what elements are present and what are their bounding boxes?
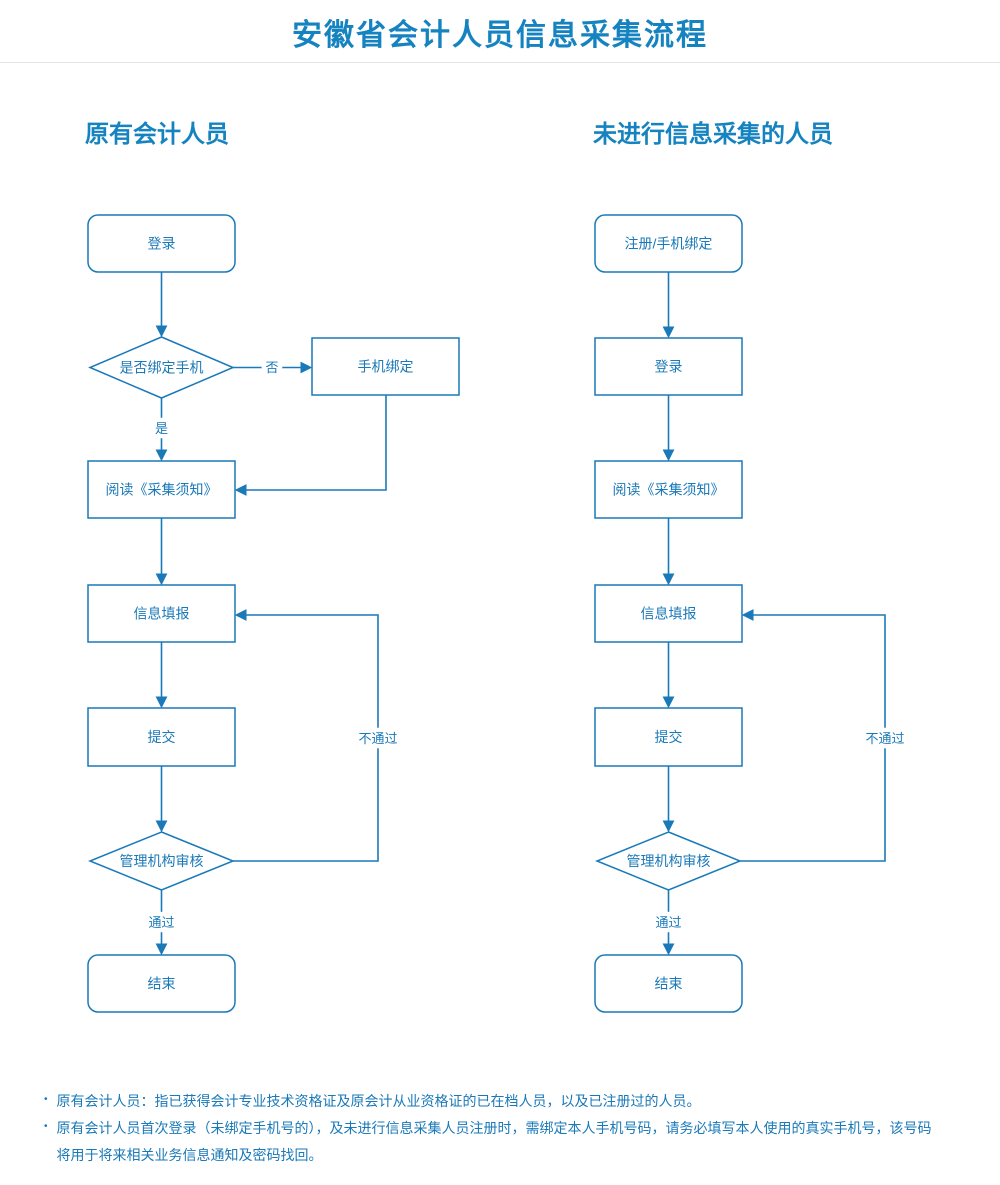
right-column-heading: 未进行信息采集的人员 xyxy=(593,121,833,148)
node-end xyxy=(87,954,236,1013)
node-read-notice xyxy=(594,460,743,519)
footnote-text: 原有会计人员：指已获得会计专业技术资格证及原会计从业资格证的已在档人员，以及已注… xyxy=(56,1093,701,1109)
edge-label-pass: 通过 xyxy=(148,915,174,930)
node-register-label: 注册/手机绑定 xyxy=(625,236,713,252)
node-phone-bind-label: 手机绑定 xyxy=(358,359,414,375)
edge-label-fail: 不通过 xyxy=(865,731,904,746)
node-register xyxy=(594,214,743,273)
edge-review-fail-loop xyxy=(233,609,379,862)
right-flowchart: 注册/手机绑定 登录 阅读《采集须知》 信息填报 提交 管理机构审核 结束 通过… xyxy=(594,214,909,1013)
flowchart-canvas: 登录 是否绑定手机 手机绑定 阅读《采集须知》 信息填报 提交 管理机构审核 结… xyxy=(87,214,909,1013)
node-end xyxy=(594,954,743,1013)
node-submit xyxy=(87,707,236,767)
node-review-label: 管理机构审核 xyxy=(120,853,204,869)
left-column-heading: 原有会计人员 xyxy=(85,121,229,148)
node-bind-check-diamond xyxy=(88,336,235,399)
node-read-notice xyxy=(87,460,236,519)
header-divider xyxy=(0,62,1000,63)
node-bind-check-label: 是否绑定手机 xyxy=(120,360,204,376)
node-login xyxy=(87,214,236,273)
edge-label-yes: 是 xyxy=(155,421,168,436)
node-fill-info xyxy=(87,584,236,643)
node-submit-label: 提交 xyxy=(655,729,683,745)
node-review-label: 管理机构审核 xyxy=(627,853,711,869)
node-fill-info-label: 信息填报 xyxy=(641,606,697,622)
node-fill-info xyxy=(594,584,743,643)
node-login xyxy=(594,337,743,396)
edge-label-fail: 不通过 xyxy=(358,731,397,746)
footnote-item: • 原有会计人员首次登录（未绑定手机号的），及未进行信息采集人员注册时，需绑定本… xyxy=(40,1115,945,1169)
node-login-label: 登录 xyxy=(148,236,176,252)
edge-phonebind-to-readnotice xyxy=(234,395,387,496)
node-review-diamond xyxy=(88,831,235,891)
node-phone-bind xyxy=(311,337,460,396)
node-submit-label: 提交 xyxy=(148,729,176,745)
page-title: 安徽省会计人员信息采集流程 xyxy=(292,19,708,52)
footnote-item: • 原有会计人员：指已获得会计专业技术资格证及原会计从业资格证的已在档人员，以及… xyxy=(40,1088,945,1115)
bullet-icon: • xyxy=(44,1094,48,1105)
node-fill-info-label: 信息填报 xyxy=(134,606,190,622)
edge-label-no: 否 xyxy=(265,360,278,375)
left-flowchart: 登录 是否绑定手机 手机绑定 阅读《采集须知》 信息填报 提交 管理机构审核 结… xyxy=(87,214,460,1013)
edge-review-fail-loop xyxy=(740,609,886,862)
footnote-text: 原有会计人员首次登录（未绑定手机号的），及未进行信息采集人员注册时，需绑定本人手… xyxy=(56,1120,932,1163)
node-end-label: 结束 xyxy=(655,976,683,992)
bullet-icon: • xyxy=(44,1121,48,1132)
footnotes: • 原有会计人员：指已获得会计专业技术资格证及原会计从业资格证的已在档人员，以及… xyxy=(40,1088,945,1169)
edge-label-pass: 通过 xyxy=(655,915,681,930)
node-end-label: 结束 xyxy=(148,976,176,992)
node-submit xyxy=(594,707,743,767)
node-login-label: 登录 xyxy=(655,359,683,375)
node-review-diamond xyxy=(595,831,742,891)
node-read-notice-label: 阅读《采集须知》 xyxy=(613,482,725,498)
node-read-notice-label: 阅读《采集须知》 xyxy=(106,482,218,498)
